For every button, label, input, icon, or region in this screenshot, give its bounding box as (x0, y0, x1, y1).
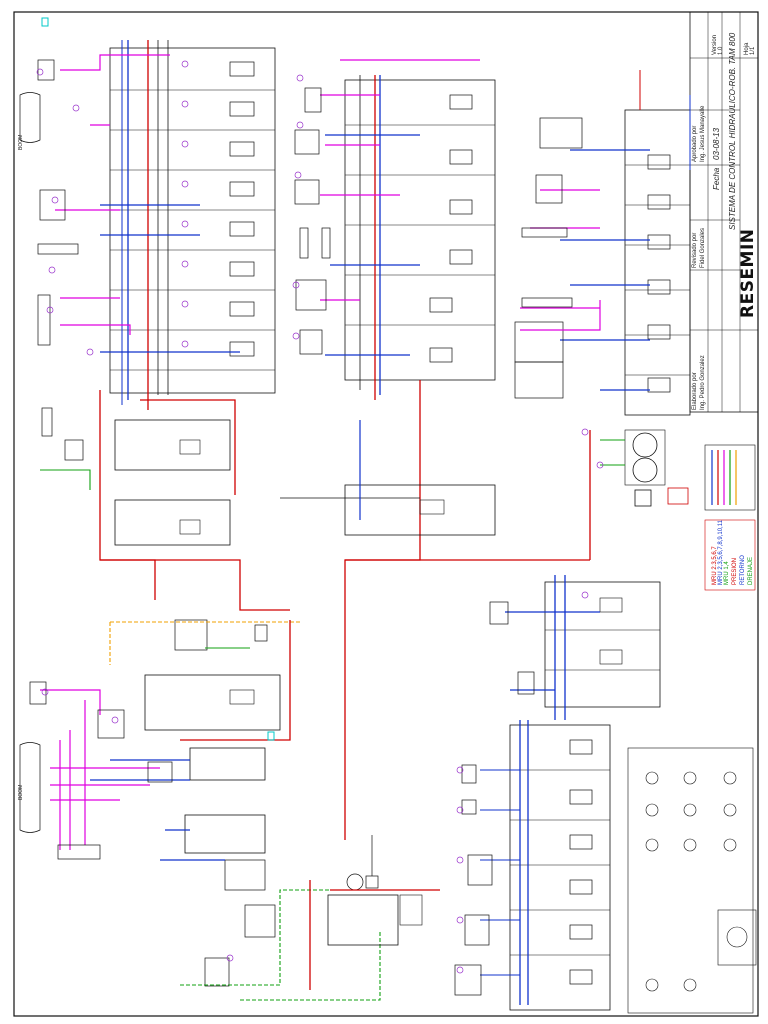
mid-right-valve-bank (489, 575, 661, 720)
bottom-left-valve-bank (40, 619, 381, 1001)
sheet-number: 1/1 (750, 46, 756, 55)
legend-box (704, 444, 756, 591)
gauge-panel (627, 747, 757, 1014)
legend-pressure: PRESION (732, 557, 738, 585)
title-block (689, 11, 759, 413)
mid-center-valve-bank (280, 420, 496, 536)
drawn-by-label: Elaborado por (692, 372, 698, 410)
drawing-title: SISTEMA DE CONTROL HIDRAULICO-ROB. TAM 8… (728, 32, 737, 230)
center-valve-bank (320, 75, 496, 840)
bottom-left-actuators (19, 681, 173, 860)
mid-left-valve-bank (40, 390, 236, 600)
brand-logo: RESEMIN (738, 228, 758, 318)
cyan-markers (41, 17, 275, 741)
central-tank (327, 835, 440, 946)
center-actuators (294, 87, 331, 355)
version-number: 1.0 (718, 46, 724, 55)
left-actuators (19, 59, 84, 461)
reviewed-by: Fidel Gonzales (700, 227, 706, 268)
date-label: Fecha (712, 167, 721, 190)
right-actuators (514, 117, 583, 399)
legend-drain: DRENAJE (748, 556, 754, 585)
red-link-line (100, 559, 290, 611)
bottom-right-valve-bank (454, 720, 611, 1011)
drawn-by: Ing. Pedro Gonzalez (700, 355, 706, 410)
reviewed-by-label: Revisado por (692, 232, 698, 268)
right-valve-bank (520, 70, 691, 416)
legend-ref-green: MRU 1,4 (724, 561, 730, 585)
left-valve-bank (55, 40, 276, 410)
boom-label-bottom: BOOM (18, 784, 24, 800)
approved-by-label: Aprobado por (692, 125, 698, 162)
sheet-border (13, 11, 759, 1017)
boom-label-top: BOOM (18, 134, 24, 150)
legend-return: RETORNO (740, 555, 746, 585)
drawing-date: 03-08-13 (712, 127, 721, 160)
pump-group (589, 429, 689, 560)
approved-by: Ing. Jesus Manayalle (700, 105, 706, 162)
node-markers (36, 60, 604, 974)
pilot-lines-right (340, 59, 601, 331)
